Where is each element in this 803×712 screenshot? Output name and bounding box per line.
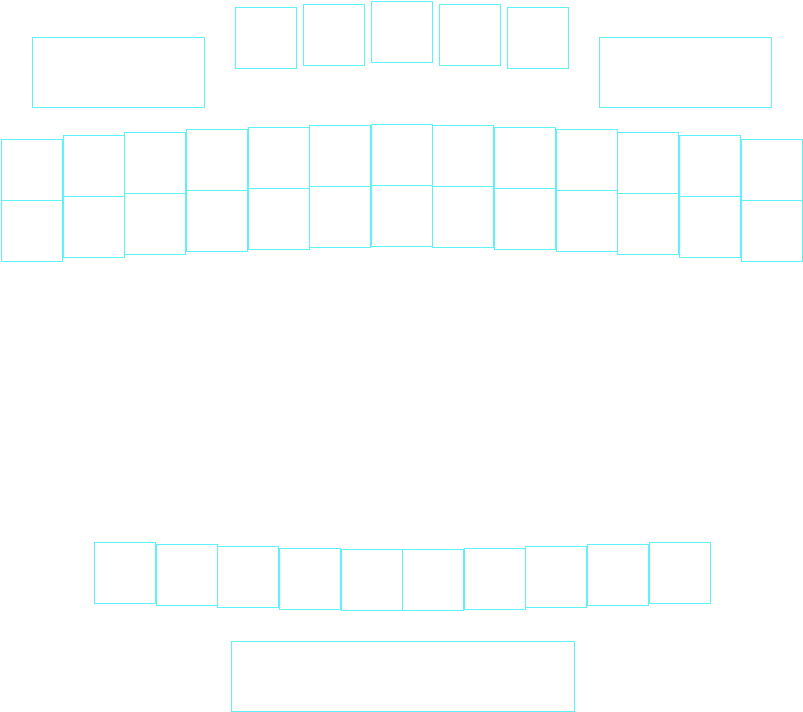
arc-lower-slot-3[interactable] (124, 193, 186, 255)
left-panel[interactable] (32, 37, 205, 108)
top-slot-3[interactable] (371, 1, 433, 63)
bottom-slot-1[interactable] (94, 542, 156, 604)
top-slot-5[interactable] (507, 7, 569, 69)
arc-upper-slot-8[interactable] (432, 125, 494, 187)
arc-lower-slot-10[interactable] (556, 190, 618, 252)
arc-upper-slot-7[interactable] (371, 124, 433, 186)
arc-lower-slot-12[interactable] (679, 196, 741, 258)
bottom-slot-7[interactable] (464, 548, 526, 610)
arc-lower-slot-8[interactable] (432, 186, 494, 248)
arc-lower-slot-1[interactable] (1, 200, 63, 262)
top-slot-1[interactable] (235, 7, 297, 69)
arc-lower-slot-2[interactable] (63, 196, 125, 258)
arc-lower-slot-13[interactable] (741, 200, 803, 262)
bottom-panel[interactable] (231, 641, 575, 712)
bottom-slot-9[interactable] (587, 544, 649, 606)
bottom-slot-8[interactable] (525, 546, 587, 608)
arc-upper-slot-4[interactable] (186, 129, 248, 191)
bottom-slot-2[interactable] (156, 544, 218, 606)
arc-upper-slot-3[interactable] (124, 132, 186, 194)
bottom-slot-6[interactable] (402, 549, 464, 611)
arc-upper-slot-6[interactable] (309, 125, 371, 187)
arc-lower-slot-11[interactable] (617, 193, 679, 255)
arc-upper-slot-10[interactable] (556, 129, 618, 191)
arc-upper-slot-5[interactable] (248, 127, 310, 189)
arc-upper-slot-1[interactable] (1, 139, 63, 201)
arc-lower-slot-5[interactable] (248, 188, 310, 250)
arc-lower-slot-4[interactable] (186, 190, 248, 252)
bottom-slot-5[interactable] (341, 549, 403, 611)
bottom-slot-4[interactable] (279, 548, 341, 610)
arc-lower-slot-7[interactable] (371, 185, 433, 247)
bottom-slot-3[interactable] (217, 546, 279, 608)
arc-lower-slot-9[interactable] (494, 188, 556, 250)
arc-upper-slot-11[interactable] (617, 132, 679, 194)
arc-upper-slot-13[interactable] (741, 139, 803, 201)
bottom-slot-10[interactable] (649, 542, 711, 604)
arc-lower-slot-6[interactable] (309, 186, 371, 248)
top-slot-4[interactable] (439, 4, 501, 66)
arc-upper-slot-2[interactable] (63, 135, 125, 197)
right-panel[interactable] (599, 37, 772, 108)
arc-upper-slot-9[interactable] (494, 127, 556, 189)
top-slot-2[interactable] (303, 4, 365, 66)
arc-upper-slot-12[interactable] (679, 135, 741, 197)
